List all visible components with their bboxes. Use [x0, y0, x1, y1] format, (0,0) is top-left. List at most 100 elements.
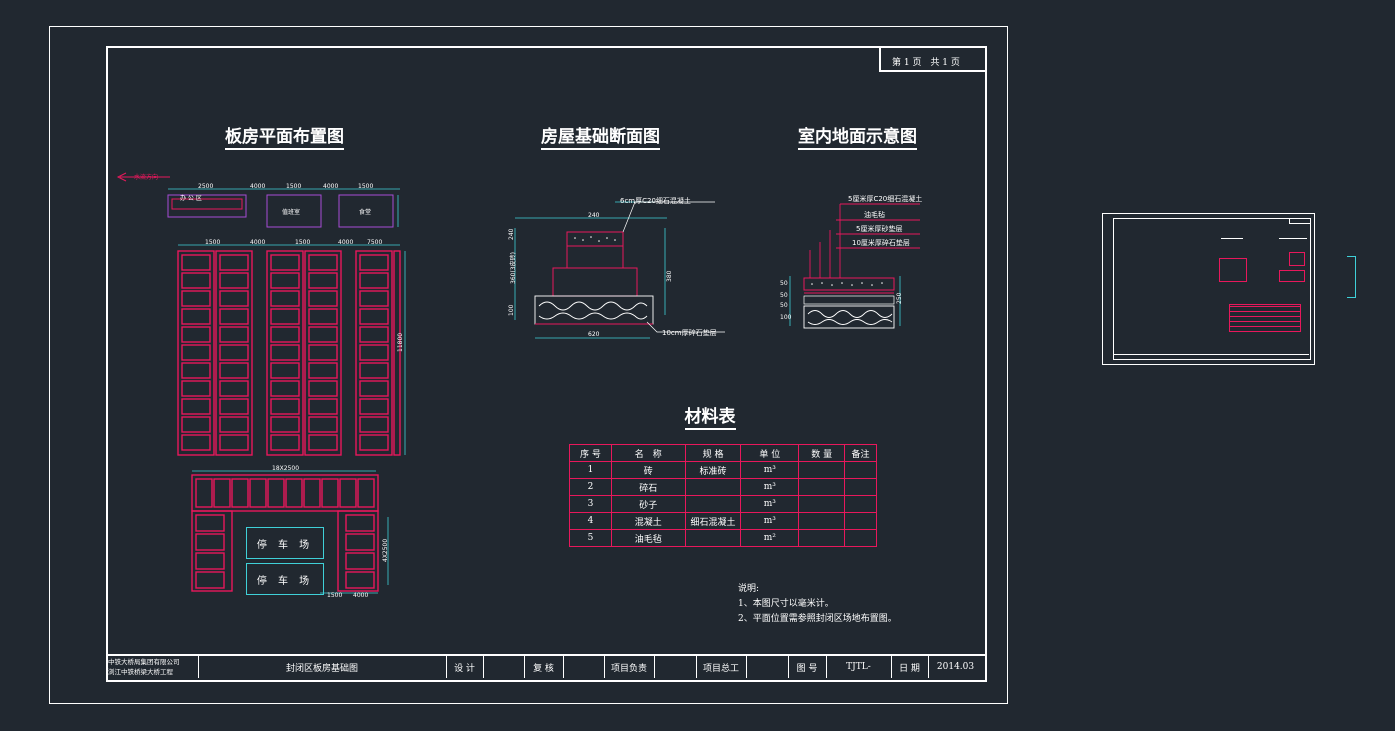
bottom-building-block [191, 474, 379, 592]
table-cell: 2 [569, 478, 612, 496]
plan-dim-row2-3: 1500 [295, 239, 311, 246]
plan-dim-top-3: 1500 [286, 183, 302, 190]
plan-dim-row2-4: 4000 [338, 239, 354, 246]
table-cell [798, 529, 846, 547]
floor-layer-4: 10厘米厚碎石垫层 [852, 239, 910, 247]
table-cell [798, 461, 846, 479]
plan-dim-row2-5: 7500 [367, 239, 383, 246]
plan-dim-top-4: 4000 [323, 183, 339, 190]
page-number: 第 1 页 共 1 页 [892, 58, 960, 68]
flow-direction-label: 水流方向 [134, 174, 159, 181]
note-2: 2、平面位置需参照封闭区场地布置图。 [738, 614, 897, 624]
materials-title: 材料表 [670, 402, 750, 430]
top-building-b [266, 194, 322, 228]
table-cell: 砂子 [610, 495, 686, 513]
top-building-c [338, 194, 394, 228]
title-date: 2014.03 [936, 662, 975, 672]
section-left-dim-3: 100 [508, 304, 515, 316]
title-company: 中铁大桥局集团有限公司 浏江中铁桥梁大桥工程 [108, 657, 198, 677]
table-cell [844, 478, 877, 496]
title-drawing-no: TJTL- [846, 662, 871, 672]
table-cell: 单 位 [740, 444, 800, 462]
table-cell: 砖 [610, 461, 686, 479]
floor-left-dim-1: 50 [780, 280, 788, 287]
title-review: 复 核 [533, 663, 554, 674]
parking-dim: 4X2500 [382, 538, 389, 562]
section-top-dim: 240 [588, 212, 600, 219]
note-1: 1、本图尺寸以毫米计。 [738, 599, 834, 609]
table-cell: 细石混凝土 [684, 512, 742, 530]
table-cell: 备注 [844, 444, 877, 462]
title-company-2: 浏江中铁桥梁大桥工程 [108, 668, 173, 676]
table-cell: 4 [569, 512, 612, 530]
thumbnail-bracket [1347, 256, 1356, 298]
floor-left-dim-4: 100 [780, 314, 792, 321]
table-cell: 标准砖 [684, 461, 742, 479]
floor-layers-drawing [789, 203, 920, 329]
table-cell: 名 称 [610, 444, 686, 462]
title-chief: 项目总工 [702, 663, 739, 674]
section-bottom-dim: 620 [588, 331, 600, 338]
table-cell: m³ [740, 495, 800, 513]
table-cell [844, 512, 877, 530]
parking-lot-1: 停 车 场 [246, 527, 324, 559]
plan-title: 板房平面布置图 [225, 122, 344, 150]
table-cell: 规 格 [684, 444, 742, 462]
section-title: 房屋基础断面图 [541, 122, 660, 150]
table-cell [798, 512, 846, 530]
plan-room-column [266, 250, 342, 456]
table-cell [684, 478, 742, 496]
table-cell: 3 [569, 495, 612, 513]
table-cell: m³ [740, 512, 800, 530]
drawing-frame [106, 46, 987, 682]
parking-lot-2: 停 车 场 [246, 563, 324, 595]
floor-left-dim-2: 50 [780, 292, 788, 299]
table-cell [798, 495, 846, 513]
plan-box-a-label: 办 公 区 [180, 195, 202, 202]
plan-room-column [355, 250, 401, 456]
title-design: 设 计 [454, 663, 475, 674]
title-drawing-no-label: 图 号 [796, 663, 818, 674]
section-left-dim-1: 240 [508, 228, 515, 240]
plan-dim-row2-1: 1500 [205, 239, 221, 246]
outer-sheet-border [49, 26, 1008, 704]
table-cell: 油毛毡 [610, 529, 686, 547]
section-bottom-note: 10cm厚碎石垫层 [662, 329, 717, 337]
table-cell: 混凝土 [610, 512, 686, 530]
table-cell: m³ [740, 478, 800, 496]
title-drawing-name: 封闭区板房基础图 [285, 663, 358, 674]
floor-title: 室内地面示意图 [798, 122, 917, 150]
title-company-1: 中铁大桥局集团有限公司 [108, 658, 180, 666]
table-cell [798, 478, 846, 496]
plan-dim-top-1: 2500 [198, 183, 214, 190]
title-date-label: 日 期 [899, 663, 920, 674]
plan-dim-top-5: 1500 [358, 183, 374, 190]
table-cell [844, 461, 877, 479]
floor-layer-2: 油毛毡 [864, 211, 885, 219]
plan-dim-top-2: 4000 [250, 183, 266, 190]
sheet-thumbnail[interactable] [1102, 213, 1315, 365]
section-right-dim: 380 [666, 270, 673, 282]
plan-drawing [116, 172, 406, 594]
plan-columns [177, 250, 401, 456]
table-cell [684, 529, 742, 547]
floor-layer-1: 5厘米厚C20细石混凝土 [848, 195, 923, 203]
section-top-note: 6cm厚C20细石混凝土 [620, 197, 691, 205]
plan-dim-row2-2: 4000 [250, 239, 266, 246]
plan-box-c-label: 食堂 [359, 209, 372, 216]
table-cell: m² [740, 529, 800, 547]
notes-block: 说明: 1、本图尺寸以毫米计。 2、平面位置需参照封闭区场地布置图。 [738, 582, 897, 627]
page-number-box [879, 46, 985, 72]
table-cell [844, 495, 877, 513]
top-building-a [167, 194, 247, 218]
table-cell [684, 495, 742, 513]
plan-box-b-label: 值班室 [282, 209, 301, 216]
foundation-section-drawing [514, 201, 725, 339]
notes-heading: 说明: [738, 584, 760, 594]
plan-bottom-small-2: 4000 [353, 592, 369, 599]
